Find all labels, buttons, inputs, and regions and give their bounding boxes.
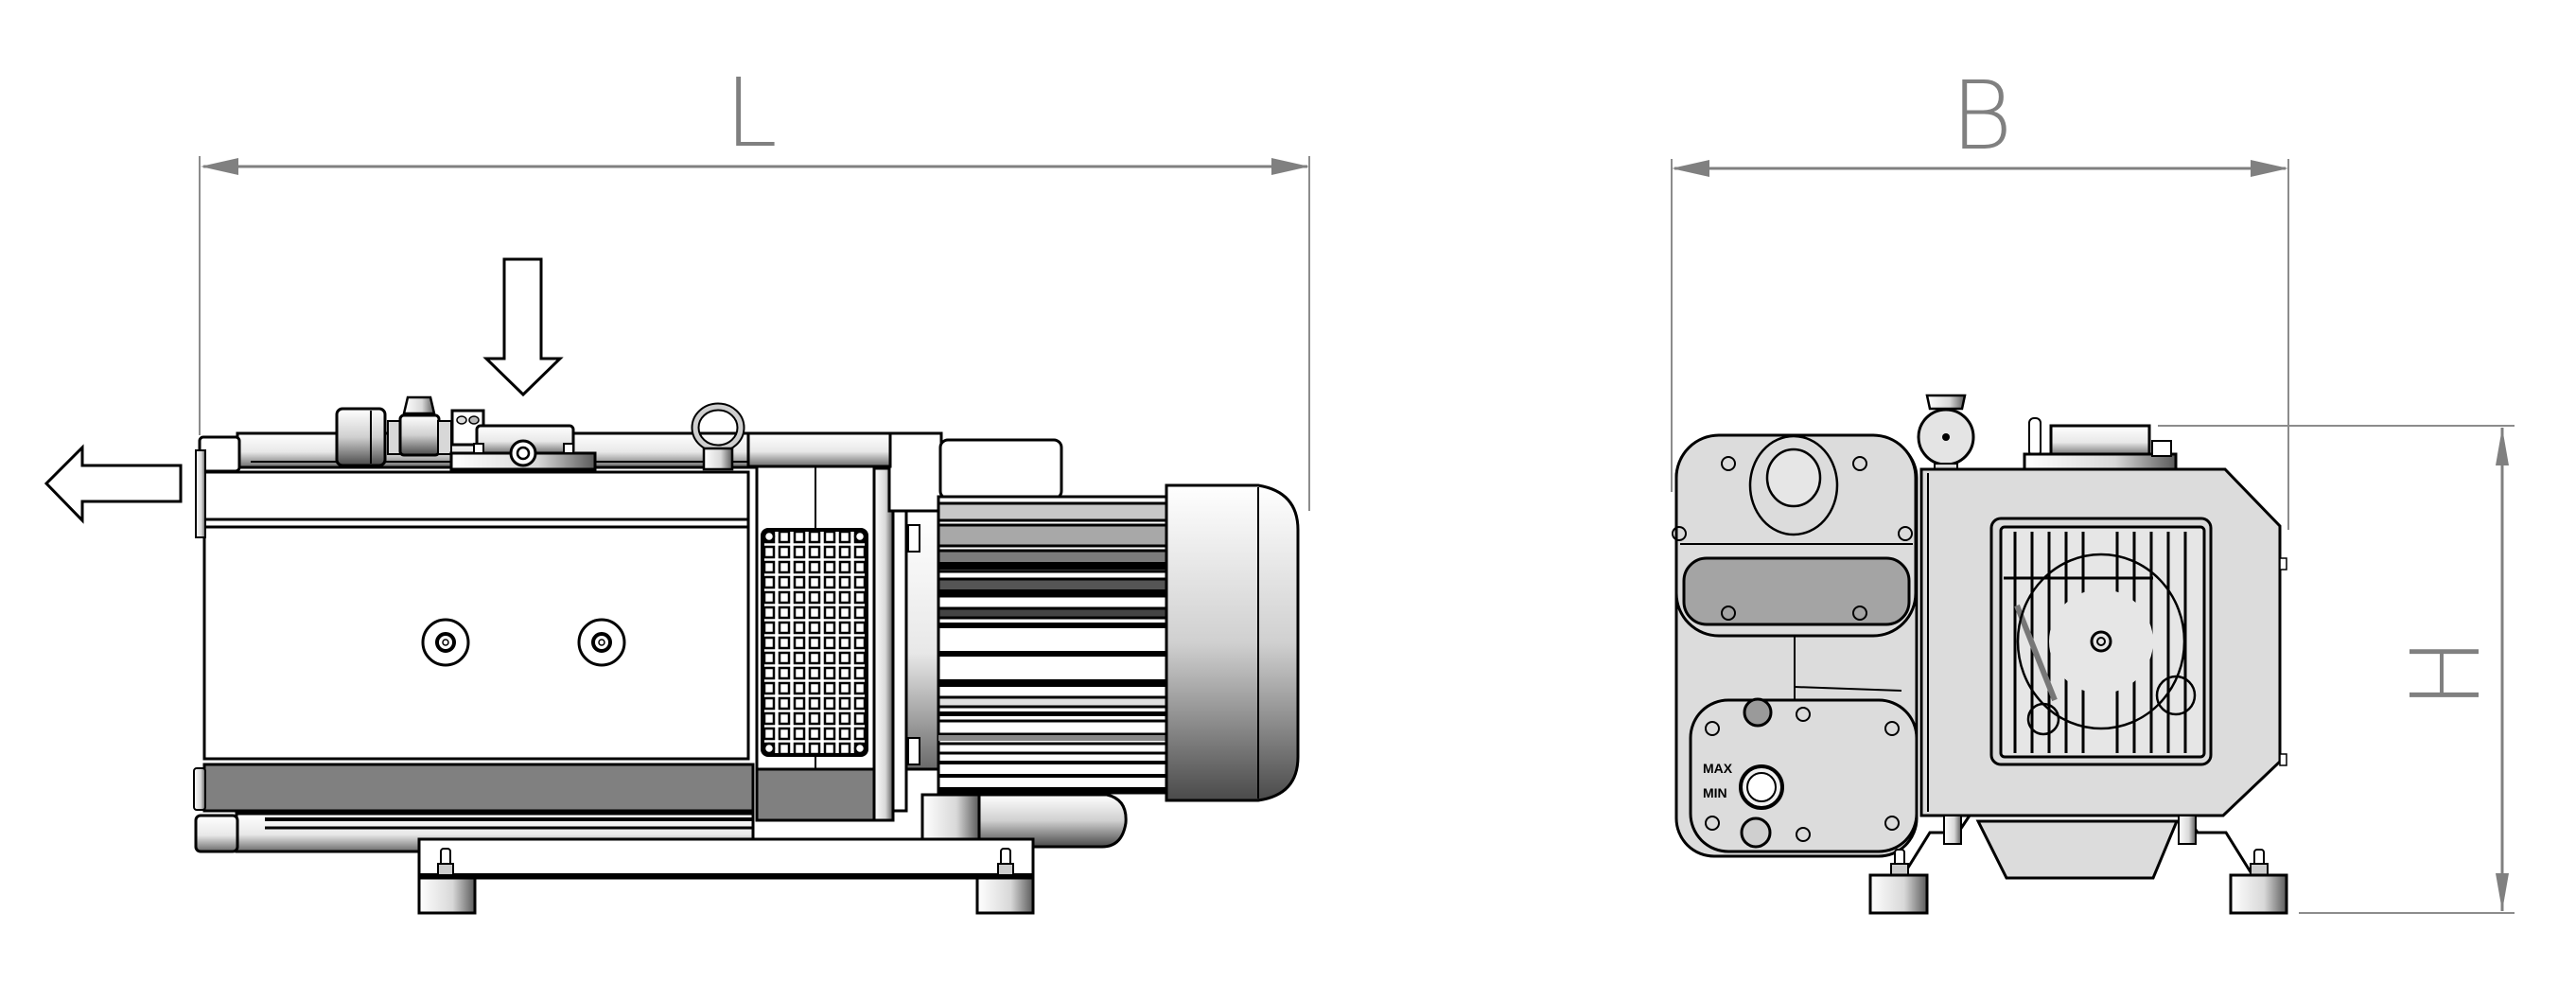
arrowhead-right-icon bbox=[2251, 160, 2288, 177]
gas-ballast-valve bbox=[398, 413, 441, 457]
fan-hub bbox=[2049, 589, 2153, 693]
dimension-length: L bbox=[199, 58, 1310, 511]
arrowhead-right-icon bbox=[1271, 158, 1309, 175]
lower-cover: MAX MIN bbox=[1689, 697, 1919, 853]
motor-flange bbox=[904, 509, 940, 771]
coupling-plate bbox=[872, 466, 895, 822]
dark-band bbox=[1682, 556, 1911, 626]
drain-plug-icon bbox=[1740, 816, 1772, 849]
upper-cover bbox=[1672, 433, 1918, 638]
fan-grille bbox=[761, 528, 868, 757]
pump-body bbox=[202, 470, 750, 761]
arrowhead-top-icon bbox=[2496, 428, 2509, 465]
arrowhead-bottom-icon bbox=[2496, 873, 2509, 911]
dimension-width: B bbox=[1671, 61, 2289, 530]
valve-knob-icon bbox=[402, 395, 436, 415]
end-view: MAX MIN bbox=[1672, 394, 2288, 915]
intake-flange bbox=[2049, 424, 2151, 458]
drain-plug-icon bbox=[421, 618, 470, 667]
motor-fan-cap bbox=[1165, 483, 1300, 802]
fill-plug-icon bbox=[577, 618, 626, 667]
lower-motor-drum bbox=[975, 793, 1128, 849]
dimension-label-l: L bbox=[725, 58, 778, 168]
dimension-label-h: H bbox=[2391, 638, 2501, 709]
oil-min-label: MIN bbox=[1703, 785, 1727, 800]
fill-plug-icon bbox=[1743, 697, 1773, 728]
rubber-foot bbox=[1868, 873, 1929, 915]
exhaust-arrow-icon bbox=[44, 444, 183, 524]
rubber-foot bbox=[417, 876, 477, 915]
mounting-bolt-icon bbox=[997, 848, 1014, 876]
oil-max-label: MAX bbox=[1703, 761, 1733, 776]
dimension-label-b: B bbox=[1951, 61, 2012, 171]
dimension-height: H bbox=[2158, 425, 2515, 914]
rubber-foot bbox=[2229, 873, 2288, 915]
terminal-box bbox=[938, 438, 1063, 500]
side-view bbox=[44, 257, 1300, 915]
oil-sump-band bbox=[202, 763, 755, 813]
arrowhead-left-icon bbox=[201, 158, 238, 175]
fan-window bbox=[1989, 517, 2213, 766]
mounting-bolt-icon bbox=[437, 848, 454, 876]
bottom-tray bbox=[1975, 819, 2180, 880]
motor-fins bbox=[937, 495, 1168, 795]
intake-arrow-icon bbox=[482, 257, 564, 397]
rubber-foot bbox=[975, 876, 1035, 915]
base-frame bbox=[417, 837, 1035, 880]
filter-housing bbox=[335, 407, 387, 467]
arrowhead-left-icon bbox=[1672, 160, 1709, 177]
exhaust-port-icon bbox=[1748, 434, 1839, 536]
